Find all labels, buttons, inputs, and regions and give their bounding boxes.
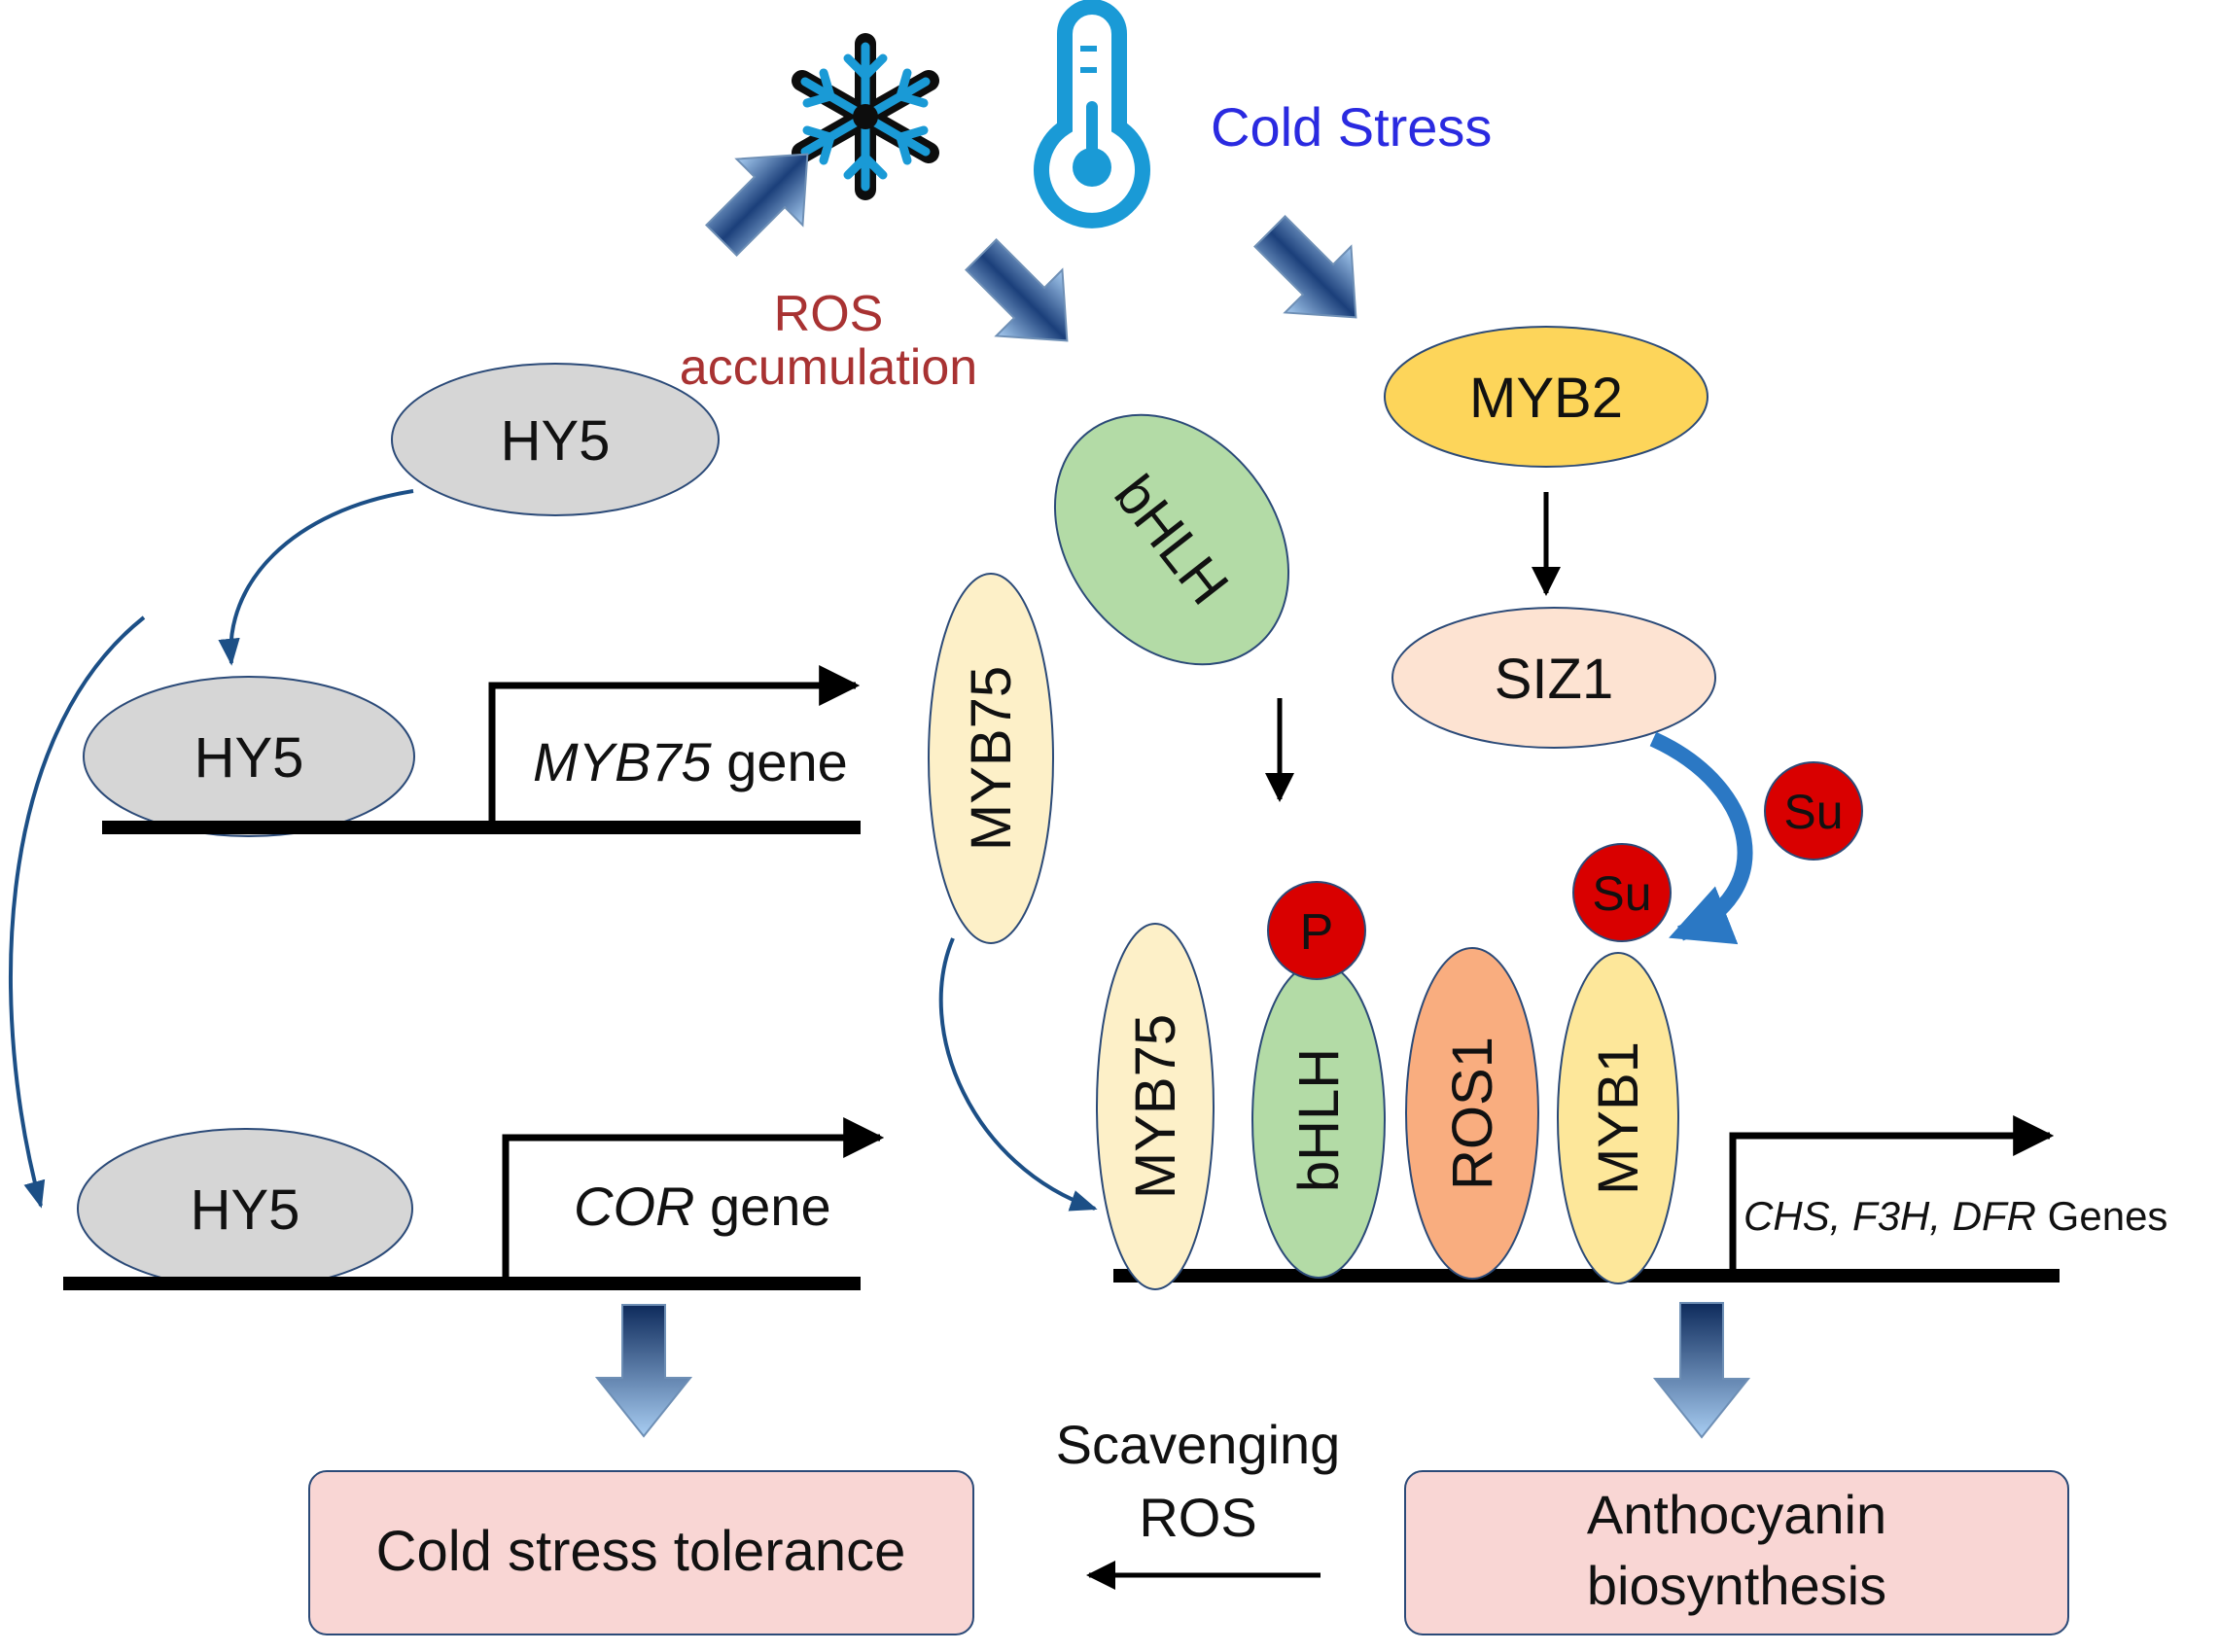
ros1-complex-label: ROS1 (1441, 1037, 1504, 1190)
block-arrow-to-tolerance (594, 1304, 693, 1438)
block-arrow-to-hy5 (705, 153, 809, 257)
hy5-mid-label: HY5 (194, 726, 304, 790)
myb75-gene-label: MYB75 gene (533, 731, 848, 792)
anthocyanin-label-1: Anthocyanin (1587, 1484, 1886, 1545)
cor-tss-arrow (502, 1117, 885, 1283)
anthocyanin-box (1404, 1470, 2069, 1635)
myb75-complex-node (1096, 923, 1215, 1290)
myb75-tss-arrow (488, 665, 861, 827)
target-genes-italic: CHS, F3H, DFR (1744, 1193, 2036, 1239)
myb75-gene-suffix: gene (712, 731, 848, 792)
bhlh-top-node (1053, 413, 1290, 666)
sumo-free-node (1764, 761, 1863, 861)
complex-tss-arrow (1729, 1115, 2055, 1276)
phospho-node (1267, 881, 1366, 980)
cold-stress-tolerance-label: Cold stress tolerance (376, 1520, 906, 1583)
target-genes-suffix: Genes (2036, 1193, 2167, 1239)
scavenging-label-2: ROS (1139, 1487, 1256, 1548)
myb75-gene-italic: MYB75 (533, 731, 712, 792)
ros1-complex-node (1405, 947, 1539, 1280)
hy5-mid-node (83, 676, 415, 837)
snowflake-icon (792, 33, 939, 200)
myb2-node (1384, 326, 1708, 468)
hy5-curve-arrow-2 (9, 615, 146, 1209)
myb2-label: MYB2 (1469, 367, 1623, 430)
ros-accumulation-label: ROS (774, 286, 884, 342)
cold-stress-tolerance-box (308, 1470, 974, 1635)
sumo-bound-label: Su (1592, 866, 1651, 921)
myb1-complex-node (1557, 952, 1679, 1284)
cor-gene-suffix: gene (694, 1176, 830, 1237)
scavenging-label-1: Scavenging (1056, 1414, 1341, 1475)
sumo-bound-node (1572, 843, 1672, 942)
phospho-label: P (1300, 904, 1334, 961)
myb1-complex-label: MYB1 (1587, 1041, 1650, 1195)
cor-gene-italic: COR (574, 1176, 694, 1237)
myb75-curve-arrow (938, 937, 1098, 1212)
target-genes-label: CHS, F3H, DFR Genes (1744, 1193, 2167, 1239)
sumo-free-label: Su (1783, 785, 1843, 839)
myb75-free-node (928, 573, 1054, 944)
block-arrow-to-bhlh (965, 238, 1069, 342)
block-arrow-to-anthocyanin (1652, 1302, 1751, 1439)
cor-gene-label: COR gene (574, 1176, 831, 1237)
myb75-free-label: MYB75 (960, 666, 1023, 851)
hy5-bottom-label: HY5 (191, 1178, 300, 1242)
myb75-complex-label: MYB75 (1124, 1014, 1187, 1199)
thermometer-icon (1034, 0, 1150, 228)
hy5-curve-arrow-1 (218, 489, 414, 666)
ros-accumulation-label-2: accumulation (680, 339, 977, 396)
hy5-top-label: HY5 (501, 409, 611, 473)
hy5-top-node (391, 363, 720, 516)
anthocyanin-label-2: biosynthesis (1587, 1555, 1886, 1616)
siz1-label: SIZ1 (1495, 648, 1614, 711)
cold-stress-title: Cold Stress (1211, 96, 1492, 158)
bhlh-complex-label: bHLH (1287, 1048, 1351, 1192)
sumoylation-arrow (1649, 731, 1753, 945)
block-arrow-to-myb2 (1253, 215, 1357, 319)
siz1-node (1391, 607, 1716, 749)
